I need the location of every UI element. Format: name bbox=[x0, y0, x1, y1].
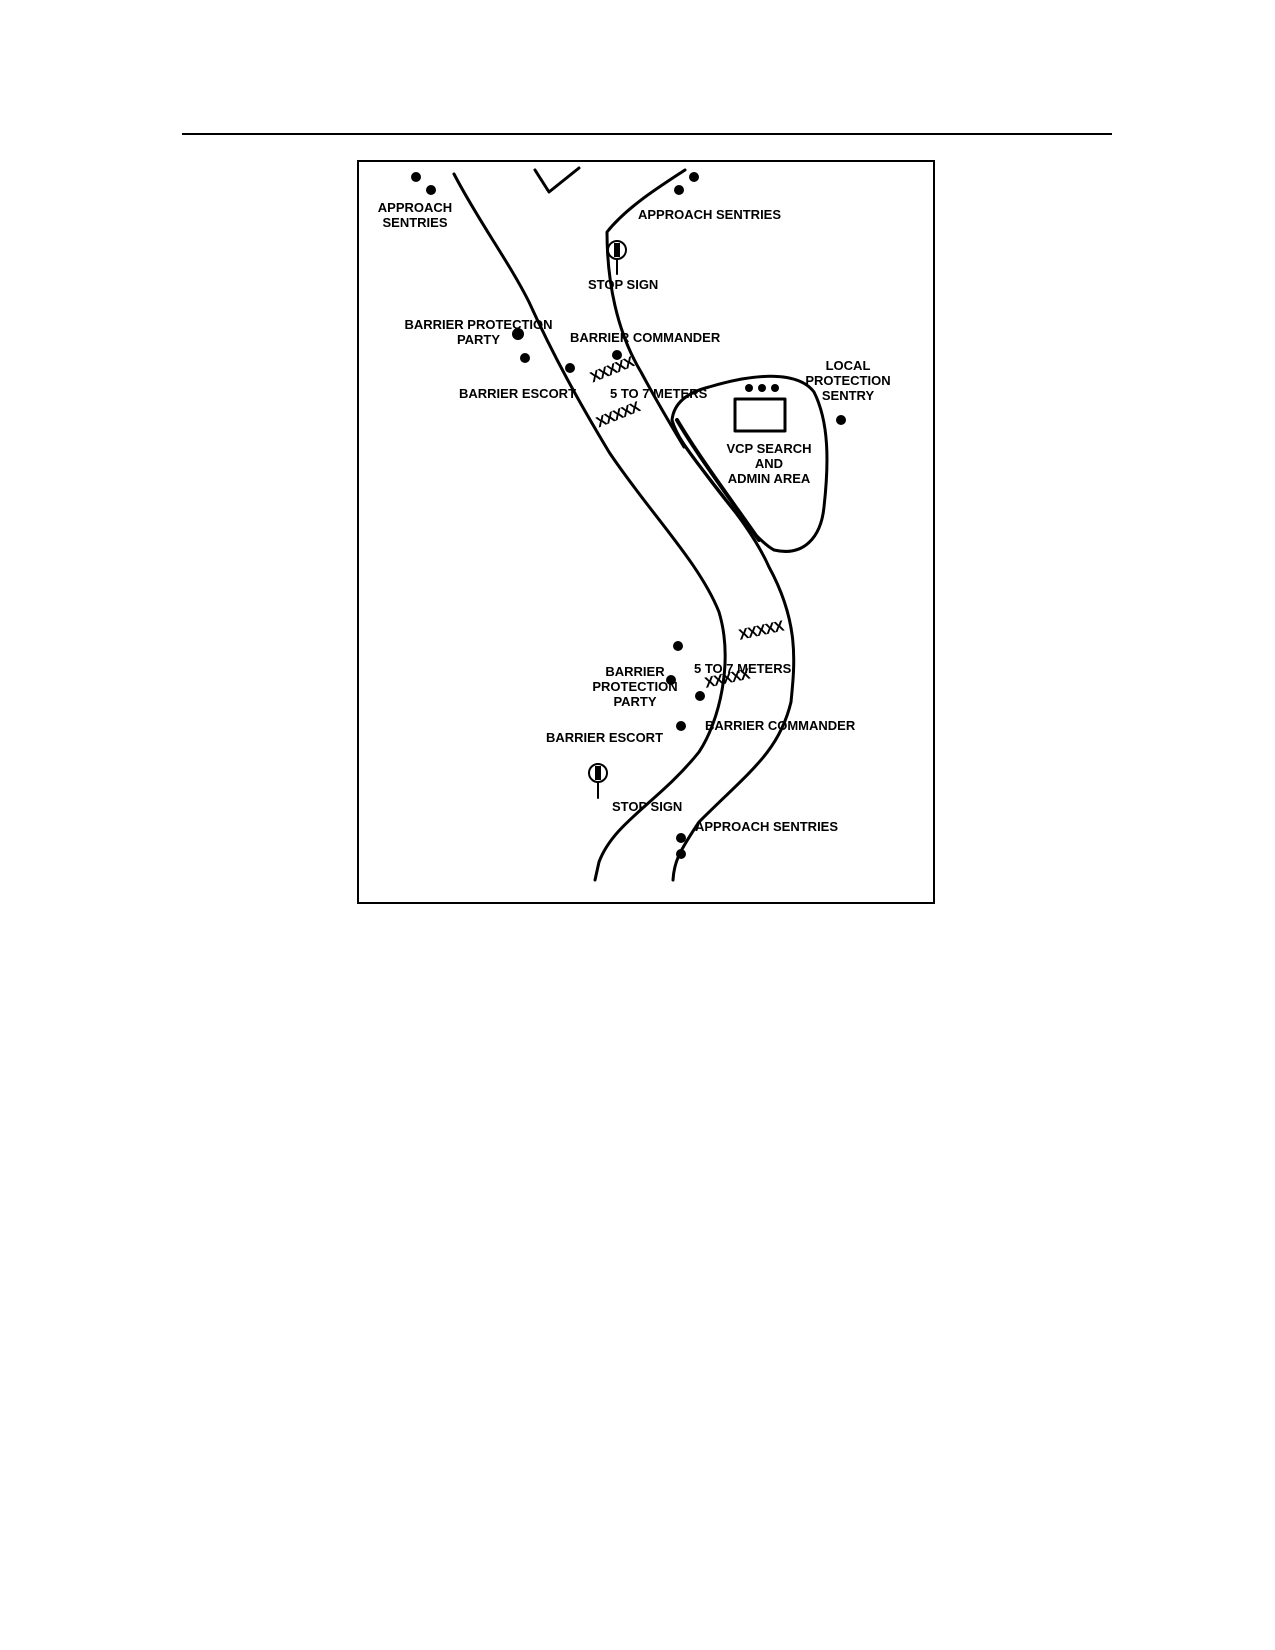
label-barrier-escort-bottom: BARRIER ESCORT bbox=[546, 730, 664, 745]
approach-sentry-marker bbox=[676, 833, 686, 843]
label-vcp-search-admin-area: VCP SEARCH AND ADMIN AREA bbox=[726, 441, 812, 486]
barrier-escort-marker bbox=[676, 721, 686, 731]
label-stop-sign-top: STOP SIGN bbox=[588, 277, 659, 292]
label-barrier-commander-bottom: BARRIER COMMANDER bbox=[705, 718, 856, 733]
road-left-edge bbox=[452, 172, 727, 882]
vcp-personnel-marker bbox=[758, 384, 766, 392]
label-approach-sentries-top-right: APPROACH SENTRIES bbox=[638, 207, 782, 222]
barrier-protection-party-marker bbox=[512, 328, 524, 340]
local-protection-sentry-marker bbox=[836, 415, 846, 425]
approach-sentry-marker bbox=[676, 849, 686, 859]
label-barrier-commander-top: BARRIER COMMANDER bbox=[570, 330, 721, 345]
barrier-commander-marker bbox=[612, 350, 622, 360]
vcp-area-boundary bbox=[670, 374, 829, 553]
barrier-protection-party-marker bbox=[673, 641, 683, 651]
label-barrier-protection-party-top: BARRIER PROTECTION PARTY bbox=[404, 317, 553, 347]
approach-sentry-marker bbox=[689, 172, 699, 182]
vcp-personnel-marker bbox=[745, 384, 753, 392]
v-mark bbox=[533, 166, 581, 194]
label-stop-sign-bottom: STOP SIGN bbox=[612, 799, 683, 814]
label-barrier-protection-party-bottom: BARRIER PROTECTION PARTY bbox=[592, 664, 678, 709]
barrier-protection-party-marker bbox=[520, 353, 530, 363]
header-rule bbox=[182, 133, 1112, 135]
label-local-protection-sentry: LOCAL PROTECTION SENTRY bbox=[805, 358, 891, 403]
stop-sign-icon bbox=[588, 763, 608, 783]
vcp-road-edge bbox=[675, 418, 761, 542]
approach-sentry-marker bbox=[411, 172, 421, 182]
label-approach-sentries-bottom: APPROACH SENTRIES bbox=[695, 819, 839, 834]
label-distance-top: 5 TO 7 METERS bbox=[610, 386, 708, 401]
approach-sentry-marker bbox=[426, 185, 436, 195]
barrier-protection-party-marker bbox=[666, 675, 676, 685]
barrier-commander-marker bbox=[695, 691, 705, 701]
vcp-personnel-marker bbox=[771, 384, 779, 392]
stop-sign-icon bbox=[607, 240, 627, 260]
approach-sentry-marker bbox=[674, 185, 684, 195]
label-barrier-escort-top: BARRIER ESCORT bbox=[459, 386, 577, 401]
road-layout bbox=[411, 166, 846, 882]
road-right-edge-upper bbox=[605, 168, 687, 449]
vcp-diagram: XXXXX XXXXX XXXXX XXXXX APPROACH SENTRIE… bbox=[357, 160, 935, 904]
label-distance-bottom: 5 TO 7 METERS bbox=[694, 661, 792, 676]
barrier-escort-marker bbox=[565, 363, 575, 373]
label-approach-sentries-top-left: APPROACH SENTRIES bbox=[377, 200, 453, 230]
search-rectangle bbox=[733, 397, 787, 433]
